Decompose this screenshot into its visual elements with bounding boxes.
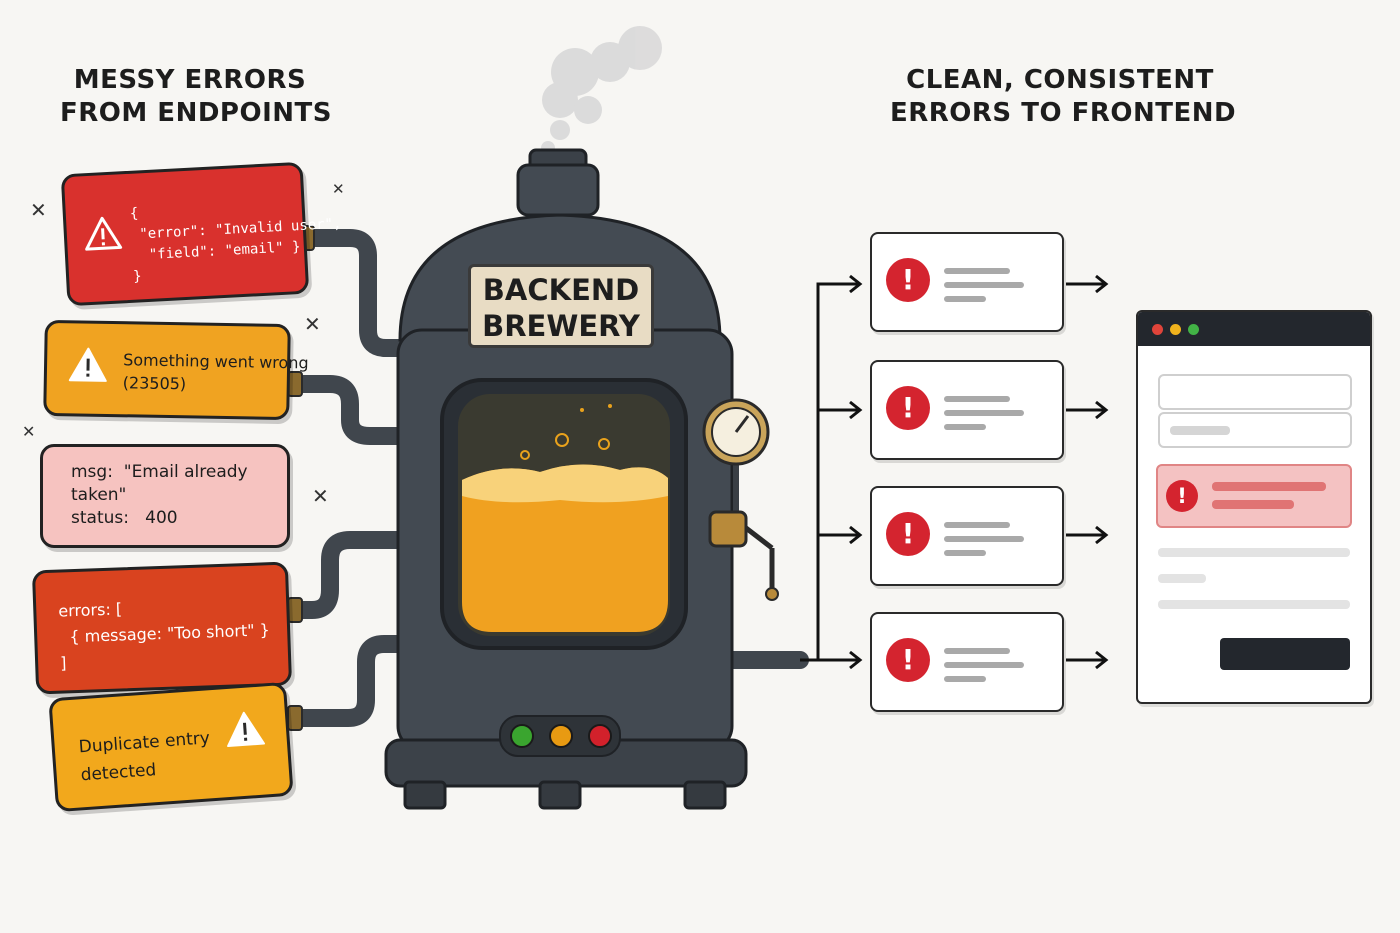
content-placeholder: [1158, 600, 1350, 609]
brewery-sign: BACKEND BREWERY: [468, 264, 654, 348]
form-input: [1158, 374, 1352, 410]
frontend-error-banner: !: [1156, 464, 1352, 528]
error-circle-icon: !: [886, 638, 930, 682]
messy-error-tag: Something went wrong (23505): [43, 319, 309, 421]
messy-error-tag: { "error": "Invalid user", "field": "ema…: [60, 161, 342, 307]
text-placeholder: [944, 522, 1010, 528]
cross-mark: ✕: [304, 312, 321, 336]
error-text-placeholder: [1212, 500, 1294, 509]
brewery-tank: [384, 148, 779, 810]
left-heading-line-1: MESSY ERRORS: [73, 65, 307, 95]
text-placeholder: [944, 410, 1024, 416]
text-placeholder: [944, 282, 1024, 288]
right-heading-line-2: ERRORS TO FRONTEND: [890, 98, 1237, 128]
text-placeholder: [944, 268, 1010, 274]
error-text-placeholder: [1212, 482, 1326, 491]
error-circle-icon: !: [886, 258, 930, 302]
text-placeholder: [944, 424, 986, 430]
messy-error-tag: Duplicate entry detected: [48, 681, 294, 813]
right-heading-line-1: CLEAN, CONSISTENT: [906, 65, 1214, 95]
messy-error-tag: msg: "Email already taken" status: 400: [40, 444, 290, 548]
content-placeholder: [1158, 574, 1206, 583]
text-placeholder: [944, 396, 1010, 402]
text-placeholder: [944, 662, 1024, 668]
input-pipes: [291, 229, 809, 727]
warning-icon: [227, 711, 265, 748]
messy-error-text: Duplicate entry detected: [78, 728, 211, 786]
left-heading-line-2: FROM ENDPOINTS: [60, 98, 332, 128]
frontend-window: !: [1136, 310, 1372, 704]
clean-error-card: !: [870, 612, 1064, 712]
form-input: [1158, 412, 1352, 448]
cross-mark: ✕: [332, 180, 345, 198]
window-titlebar: [1138, 312, 1370, 346]
indicator-light: [549, 724, 573, 748]
submit-button[interactable]: [1220, 638, 1350, 670]
right-heading: CLEAN, CONSISTENT ERRORS TO FRONTEND: [890, 64, 1237, 130]
error-circle-icon: !: [1166, 480, 1198, 512]
text-placeholder: [944, 550, 986, 556]
clean-error-card: !: [870, 486, 1064, 586]
text-placeholder: [944, 536, 1024, 542]
error-circle-icon: !: [886, 512, 930, 556]
input-text-placeholder: [1170, 426, 1230, 435]
clean-error-card: !: [870, 360, 1064, 460]
window-dot-close: [1152, 324, 1163, 335]
cross-mark: ✕: [22, 422, 36, 441]
indicator-light: [510, 724, 534, 748]
text-placeholder: [944, 296, 986, 302]
warning-icon: [68, 347, 107, 382]
text-placeholder: [944, 676, 986, 682]
messy-error-text: errors: [ { message: "Too short" } ]: [58, 599, 271, 673]
cross-mark: ✕: [30, 198, 47, 222]
left-heading: MESSY ERRORS FROM ENDPOINTS: [60, 64, 332, 130]
brewery-sign-line-1: BACKEND: [482, 273, 640, 307]
output-connectors: [800, 282, 1104, 662]
messy-error-text: msg: "Email already taken" status: 400: [71, 462, 248, 528]
error-circle-icon: !: [886, 386, 930, 430]
steam: [541, 26, 662, 155]
content-placeholder: [1158, 548, 1350, 557]
brewery-sign-line-2: BREWERY: [482, 309, 640, 343]
messy-error-text: { "error": "Invalid user", "field": "ema…: [129, 205, 342, 285]
clean-error-card: !: [870, 232, 1064, 332]
messy-error-text: Something went wrong (23505): [122, 350, 309, 394]
arrow-heads: [849, 274, 1109, 670]
warning-icon: [85, 216, 123, 251]
window-dot-maximize: [1188, 324, 1199, 335]
indicator-light: [588, 724, 612, 748]
indicator-lights: [510, 724, 612, 748]
cross-mark: ✕: [312, 484, 329, 508]
pipe-fittings: [287, 225, 315, 731]
text-placeholder: [944, 648, 1010, 654]
window-dot-minimize: [1170, 324, 1181, 335]
messy-error-tag: errors: [ { message: "Too short" } ]: [31, 561, 293, 695]
